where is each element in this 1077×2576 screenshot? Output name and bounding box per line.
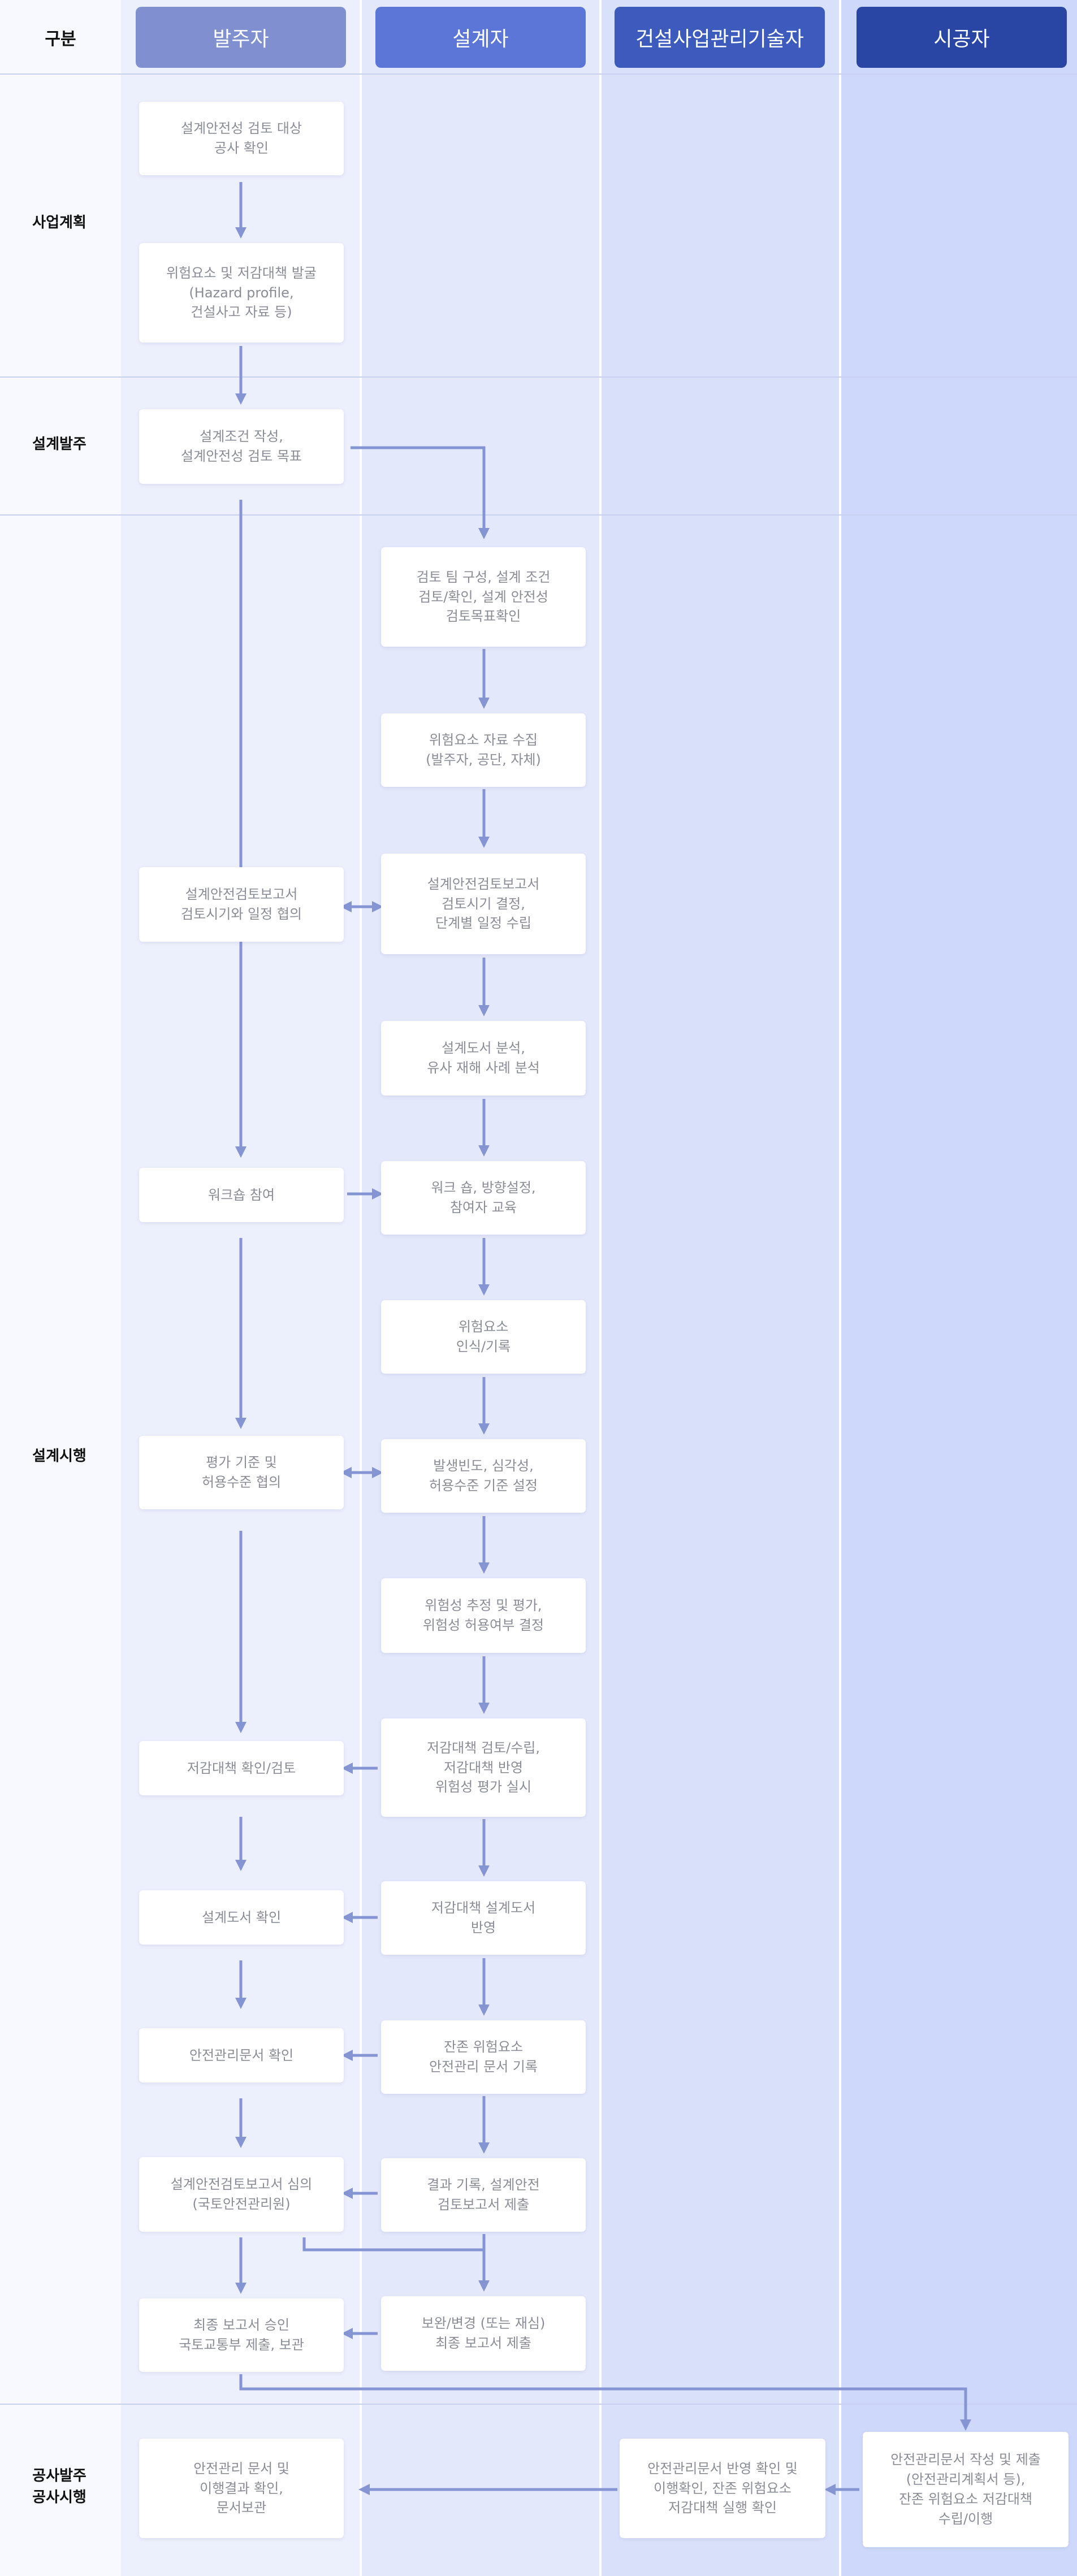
column-divider bbox=[599, 0, 602, 2576]
designer-node-final-report: 보완/변경 (또는 재심) 최종 보고서 제출 bbox=[381, 2296, 586, 2371]
designer-node-mitigation-plan: 저감대책 검토/수립, 저감대책 반영 위험성 평가 실시 bbox=[381, 1718, 586, 1817]
designer-node-criteria-set: 발생빈도, 심각성, 허용수준 기준 설정 bbox=[381, 1439, 586, 1513]
phase-label-design-order: 설계발주 bbox=[32, 436, 86, 453]
phase-divider bbox=[0, 514, 1077, 516]
cm-header: 건설사업관리기술자 bbox=[615, 7, 825, 68]
owner-node-workshop-join: 워크숍 참여 bbox=[139, 1168, 344, 1222]
phase-divider bbox=[0, 2404, 1077, 2405]
designer-node-schedule-plan: 설계안전검토보고서 검토시기 결정, 단계별 일정 수립 bbox=[381, 854, 586, 954]
designer-node-workshop: 워크 숍, 방향설정, 참여자 교육 bbox=[381, 1161, 586, 1235]
owner-node-schedule-consult: 설계안전검토보고서 검토시기와 일정 협의 bbox=[139, 867, 344, 942]
designer-node-team-setup: 검토 팀 구성, 설계 조건 검토/확인, 설계 안전성 검토목표확인 bbox=[381, 547, 586, 647]
designer-header: 설계자 bbox=[375, 7, 586, 68]
designer-node-report-submit: 결과 기록, 설계안전 검토보고서 제출 bbox=[381, 2158, 586, 2232]
cm-node-implementation-confirm: 안전관리문서 반영 확인 및 이행확인, 잔존 위험요소 저감대책 실행 확인 bbox=[620, 2439, 825, 2538]
owner-node-target-project-check: 설계안전성 검토 대상 공사 확인 bbox=[139, 102, 344, 175]
designer-node-residual-hazard: 잔존 위험요소 안전관리 문서 기록 bbox=[381, 2020, 586, 2094]
builder-header: 시공자 bbox=[857, 7, 1067, 68]
owner-node-report-deliberation: 설계안전검토보고서 심의 (국토안전관리원) bbox=[139, 2157, 344, 2232]
designer-node-mitigation-apply: 저감대책 설계도서 반영 bbox=[381, 1881, 586, 1955]
column-divider bbox=[360, 0, 362, 2576]
header-divider bbox=[0, 73, 1077, 75]
owner-node-implementation-check: 안전관리 문서 및 이행결과 확인, 문서보관 bbox=[139, 2439, 344, 2538]
designer-node-hazard-identify: 위험요소 인식/기록 bbox=[381, 1300, 586, 1374]
phase-divider bbox=[0, 376, 1077, 378]
builder-node-safety-plan: 안전관리문서 작성 및 제출 (안전관리계획서 등), 잔존 위험요소 저감대책… bbox=[863, 2432, 1069, 2547]
owner-node-design-conditions: 설계조건 작성, 설계안전성 검토 목표 bbox=[139, 409, 344, 484]
category-header: 구분 bbox=[45, 29, 76, 49]
owner-node-safety-doc-check: 안전관리문서 확인 bbox=[139, 2028, 344, 2083]
category-column-bg bbox=[0, 0, 121, 2576]
phase-label-construction: 공사발주 공사시행 bbox=[32, 2467, 86, 2506]
owner-node-mitigation-review: 저감대책 확인/검토 bbox=[139, 1741, 344, 1795]
phase-label-design-execution: 설계시행 bbox=[32, 1448, 86, 1465]
designer-node-risk-evaluation: 위험성 추정 및 평가, 위험성 허용여부 결정 bbox=[381, 1578, 586, 1653]
designer-node-doc-analysis: 설계도서 분석, 유사 재해 사례 분석 bbox=[381, 1021, 586, 1096]
builder-column-bg bbox=[840, 0, 1077, 2576]
owner-header: 발주자 bbox=[136, 7, 346, 68]
owner-node-criteria-consult: 평가 기준 및 허용수준 협의 bbox=[139, 1436, 344, 1509]
owner-node-design-doc-check: 설계도서 확인 bbox=[139, 1890, 344, 1945]
column-divider bbox=[839, 0, 841, 2576]
cm-column-bg bbox=[600, 0, 840, 2576]
designer-node-hazard-data: 위험요소 자료 수집 (발주자, 공단, 자체) bbox=[381, 713, 586, 787]
owner-node-final-approval: 최종 보고서 승인 국토교통부 제출, 보관 bbox=[139, 2298, 344, 2372]
phase-label-planning: 사업계획 bbox=[32, 214, 86, 232]
owner-node-hazard-discovery: 위험요소 및 저감대책 발굴 (Hazard profile, 건설사고 자료 … bbox=[139, 243, 344, 343]
